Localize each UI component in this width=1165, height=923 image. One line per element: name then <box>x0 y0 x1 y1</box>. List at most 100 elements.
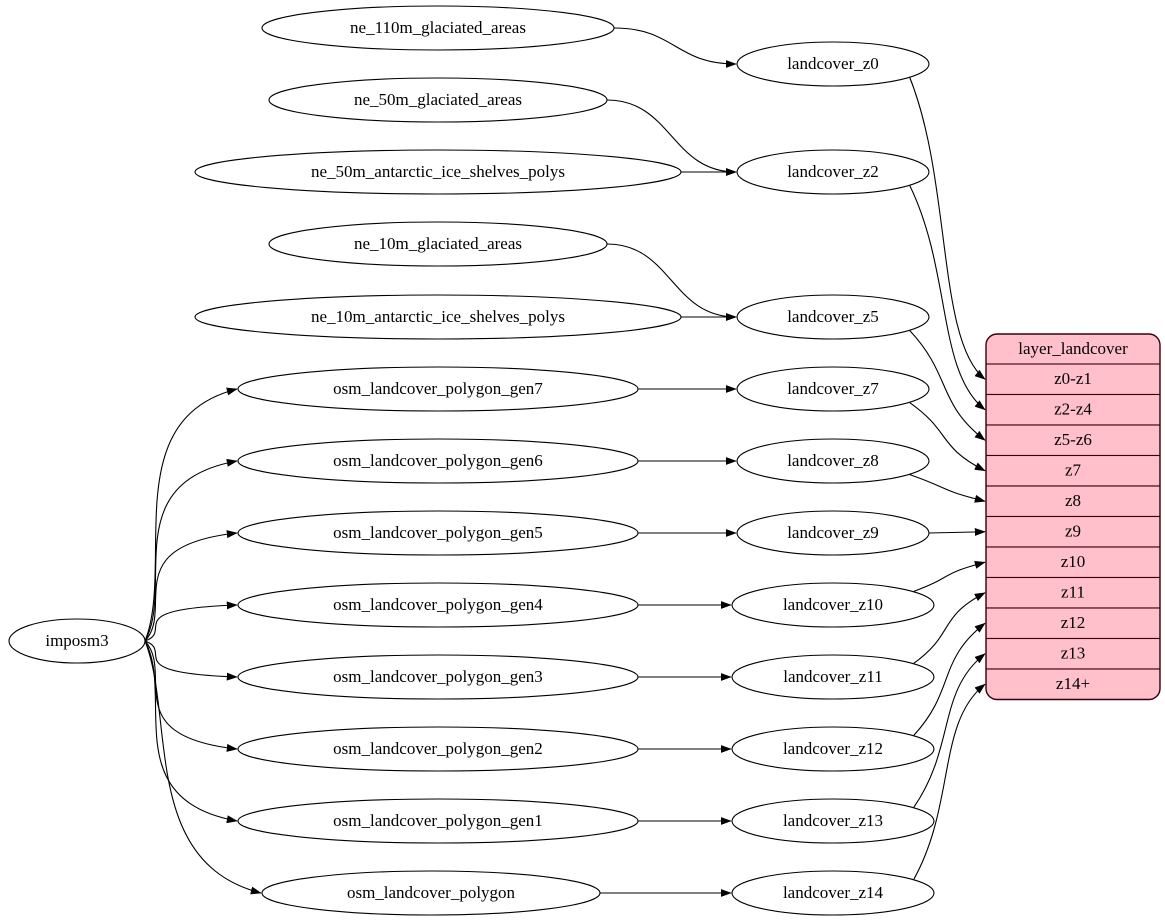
node-ne110ga[interactable]: ne_110m_glaciated_areas <box>261 5 615 51</box>
table-row-label: z10 <box>1061 552 1086 571</box>
node-gen7[interactable]: osm_landcover_polygon_gen7 <box>237 366 639 412</box>
node-label: osm_landcover_polygon_gen5 <box>333 523 543 542</box>
edge <box>909 402 986 472</box>
node-lz8[interactable]: landcover_z8 <box>736 438 930 484</box>
table-row-cell <box>986 607 1160 640</box>
node-ellipse <box>731 654 935 700</box>
node-label: landcover_z9 <box>787 523 879 542</box>
node-ellipse <box>237 726 639 772</box>
table-row-label: z14+ <box>1056 674 1090 693</box>
node-gen4[interactable]: osm_landcover_polygon_gen4 <box>237 582 639 628</box>
table-row[interactable]: z7 <box>986 454 1160 487</box>
node-ne50aisp[interactable]: ne_50m_antarctic_ice_shelves_polys <box>194 149 682 195</box>
table-header: layer_landcover <box>1018 339 1128 358</box>
node-gen1[interactable]: osm_landcover_polygon_gen1 <box>237 798 639 844</box>
node-label: landcover_z8 <box>787 451 879 470</box>
node-label: ne_50m_antarctic_ice_shelves_polys <box>311 162 565 181</box>
edge <box>144 530 238 642</box>
edge <box>913 653 986 808</box>
edge <box>909 77 986 380</box>
node-ne50ga[interactable]: ne_50m_glaciated_areas <box>268 77 608 123</box>
node-lz0[interactable]: landcover_z0 <box>736 41 930 87</box>
edge <box>913 561 986 592</box>
node-ne10aisp[interactable]: ne_10m_antarctic_ice_shelves_polys <box>194 294 682 340</box>
node-lz7[interactable]: landcover_z7 <box>736 366 930 412</box>
table-row-cell <box>986 637 1160 670</box>
table-header-label: layer_landcover <box>1018 339 1128 358</box>
node-ellipse <box>736 438 930 484</box>
node-label: landcover_z0 <box>787 54 879 73</box>
node-ellipse <box>261 5 615 51</box>
table-row[interactable]: z11 <box>986 576 1160 609</box>
node-ellipse <box>268 221 608 267</box>
node-imposm3[interactable]: imposm3 <box>8 618 146 664</box>
node-label: osm_landcover_polygon_gen3 <box>333 667 543 686</box>
edge <box>144 601 238 642</box>
node-label: osm_landcover_polygon_gen1 <box>333 811 543 830</box>
node-ellipse <box>237 366 639 412</box>
node-gen3[interactable]: osm_landcover_polygon_gen3 <box>237 654 639 700</box>
node-gen5[interactable]: osm_landcover_polygon_gen5 <box>237 510 639 556</box>
table-layer-landcover: layer_landcover z0-z1 z2-z4 z5-z6 z7 z8 z9 z10 z… <box>985 333 1161 701</box>
edge-layer <box>144 27 986 897</box>
node-ellipse <box>194 149 682 195</box>
edge <box>144 458 238 642</box>
node-ellipse <box>268 77 608 123</box>
node-label: osm_landcover_polygon_gen4 <box>333 595 543 614</box>
node-ellipse <box>736 41 930 87</box>
node-label: landcover_z5 <box>787 307 879 326</box>
node-ellipse <box>736 366 930 412</box>
node-label: ne_10m_glaciated_areas <box>354 234 522 253</box>
node-label: osm_landcover_polygon <box>347 883 516 902</box>
node-gen2[interactable]: osm_landcover_polygon_gen2 <box>237 726 639 772</box>
edge <box>606 99 737 176</box>
table-row[interactable]: z12 <box>986 607 1160 640</box>
node-ellipse <box>237 798 639 844</box>
node-lz11[interactable]: landcover_z11 <box>731 654 935 700</box>
node-ellipse <box>261 870 601 916</box>
edge <box>928 527 986 536</box>
node-ellipse <box>237 438 639 484</box>
table-row[interactable]: z14+ <box>986 668 1160 700</box>
table-row[interactable]: z2-z4 <box>986 393 1160 426</box>
edge <box>909 474 986 503</box>
node-lz2[interactable]: landcover_z2 <box>736 149 930 195</box>
node-lz14[interactable]: landcover_z14 <box>731 870 935 916</box>
node-lz10[interactable]: landcover_z10 <box>731 582 935 628</box>
node-lz5[interactable]: landcover_z5 <box>736 294 930 340</box>
table-row[interactable]: z0-z1 <box>986 363 1160 396</box>
table-row[interactable]: z8 <box>986 485 1160 518</box>
edge <box>909 185 986 411</box>
node-ellipse <box>731 798 935 844</box>
table-outline <box>985 333 1161 701</box>
node-ne10ga[interactable]: ne_10m_glaciated_areas <box>268 221 608 267</box>
node-ellipse <box>237 654 639 700</box>
table-row-label: z8 <box>1065 491 1081 510</box>
node-gen0[interactable]: osm_landcover_polygon <box>261 870 601 916</box>
node-ellipse <box>237 510 639 556</box>
edge <box>913 683 986 880</box>
node-lz13[interactable]: landcover_z13 <box>731 798 935 844</box>
table-row-label: z7 <box>1065 461 1082 480</box>
node-gen6[interactable]: osm_landcover_polygon_gen6 <box>237 438 639 484</box>
node-lz12[interactable]: landcover_z12 <box>731 726 935 772</box>
table-row-label: z2-z4 <box>1054 400 1092 419</box>
table-row-label: z5-z6 <box>1054 430 1092 449</box>
node-label: landcover_z11 <box>783 667 882 686</box>
table-row[interactable]: z10 <box>986 546 1160 579</box>
table-row[interactable]: z13 <box>986 637 1160 670</box>
node-label: landcover_z7 <box>787 379 879 398</box>
node-lz9[interactable]: landcover_z9 <box>736 510 930 556</box>
edge <box>913 622 986 736</box>
table-row-cell <box>986 546 1160 579</box>
table-row-cell <box>986 454 1160 487</box>
edge <box>144 640 238 681</box>
node-label: ne_10m_antarctic_ice_shelves_polys <box>311 307 565 326</box>
node-label: landcover_z2 <box>787 162 879 181</box>
node-label: ne_110m_glaciated_areas <box>350 18 526 37</box>
table-row[interactable]: z9 <box>986 515 1160 548</box>
node-label: landcover_z14 <box>783 883 884 902</box>
table-row[interactable]: z5-z6 <box>986 424 1160 457</box>
node-label: landcover_z12 <box>783 739 883 758</box>
node-label: osm_landcover_polygon_gen6 <box>333 451 543 470</box>
